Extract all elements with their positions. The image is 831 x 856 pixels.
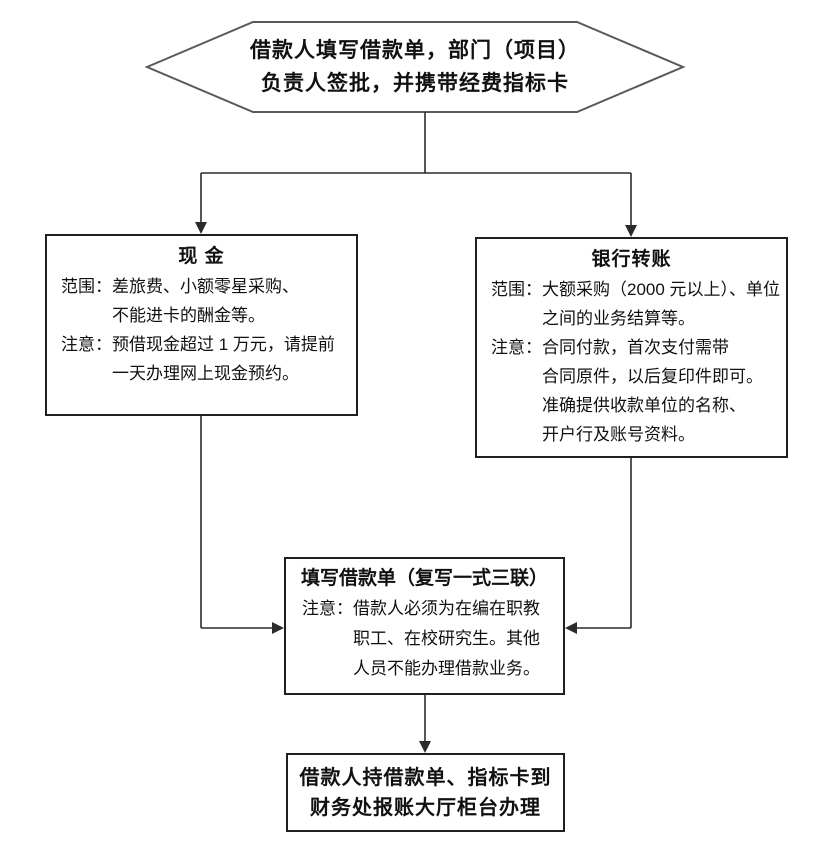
start-hexagon-shape: [144, 21, 686, 113]
arrow-transfer-to-form-box: [565, 458, 632, 634]
arrow-form-to-final-box: [419, 695, 431, 753]
arrow-into-transfer-box: [625, 173, 637, 237]
final-step-box: 借款人持借款单、指标卡到 财务处报账大厅柜台办理: [286, 753, 565, 832]
cash-box-body: 范围：差旅费、小额零星采购、 不能进卡的酬金等。 注意：预借现金超过 1 万元，…: [47, 270, 356, 388]
transfer-notice-line-cont-3: 开户行及账号资料。: [542, 425, 695, 444]
loan-form-box: 填写借款单（复写一式三联） 注意：借款人必须为在编在职教 职工、在校研究生。其他…: [284, 557, 565, 695]
form-notice-line: 注意：借款人必须为在编在职教: [302, 599, 540, 618]
transfer-scope-line-cont: 之间的业务结算等。: [542, 309, 695, 328]
loan-form-box-body: 注意：借款人必须为在编在职教 职工、在校研究生。其他 人员不能办理借款业务。: [286, 592, 563, 684]
cash-scope-line: 范围：差旅费、小额零星采购、: [61, 277, 299, 296]
bank-transfer-box-body: 范围：大额采购（2000 元以上）、单位 之间的业务结算等。 注意：合同付款，首…: [477, 273, 786, 449]
start-hexagon: 借款人填写借款单，部门（项目） 负责人签批，并携带经费指标卡: [147, 22, 683, 112]
form-notice-line-cont-1: 职工、在校研究生。其他: [353, 629, 540, 648]
cash-notice-line: 注意：预借现金超过 1 万元，请提前: [61, 335, 335, 354]
final-step-line-2: 财务处报账大厅柜台办理: [310, 796, 541, 819]
form-notice-line-cont-2: 人员不能办理借款业务。: [353, 659, 540, 678]
bank-transfer-box: 银行转账 范围：大额采购（2000 元以上）、单位 之间的业务结算等。 注意：合…: [475, 237, 788, 458]
loan-form-box-title: 填写借款单（复写一式三联）: [300, 568, 548, 589]
cash-scope-line-cont: 不能进卡的酬金等。: [112, 306, 265, 325]
arrow-cash-to-form-box: [200, 416, 284, 634]
transfer-notice-line: 注意：合同付款，首次支付需带: [491, 338, 729, 357]
start-hexagon-line-1: 借款人填写借款单，部门（项目）: [250, 39, 580, 62]
transfer-notice-line-cont-2: 准确提供收款单位的名称、: [542, 396, 746, 415]
transfer-notice-line-cont-1: 合同原件，以后复印件即可。: [542, 367, 763, 386]
cash-box: 现 金 范围：差旅费、小额零星采购、 不能进卡的酬金等。 注意：预借现金超过 1…: [45, 234, 358, 416]
final-step-line-1: 借款人持借款单、指标卡到: [299, 766, 552, 789]
start-hexagon-line-2: 负责人签批，并携带经费指标卡: [261, 72, 569, 95]
bank-transfer-box-title: 银行转账: [591, 249, 672, 270]
arrow-into-cash-box: [195, 173, 207, 234]
connector-start-split: [201, 112, 631, 174]
cash-notice-line-cont: 一天办理网上现金预约。: [112, 364, 299, 383]
transfer-scope-line: 范围：大额采购（2000 元以上）、单位: [491, 280, 781, 299]
cash-box-title: 现 金: [178, 246, 225, 267]
